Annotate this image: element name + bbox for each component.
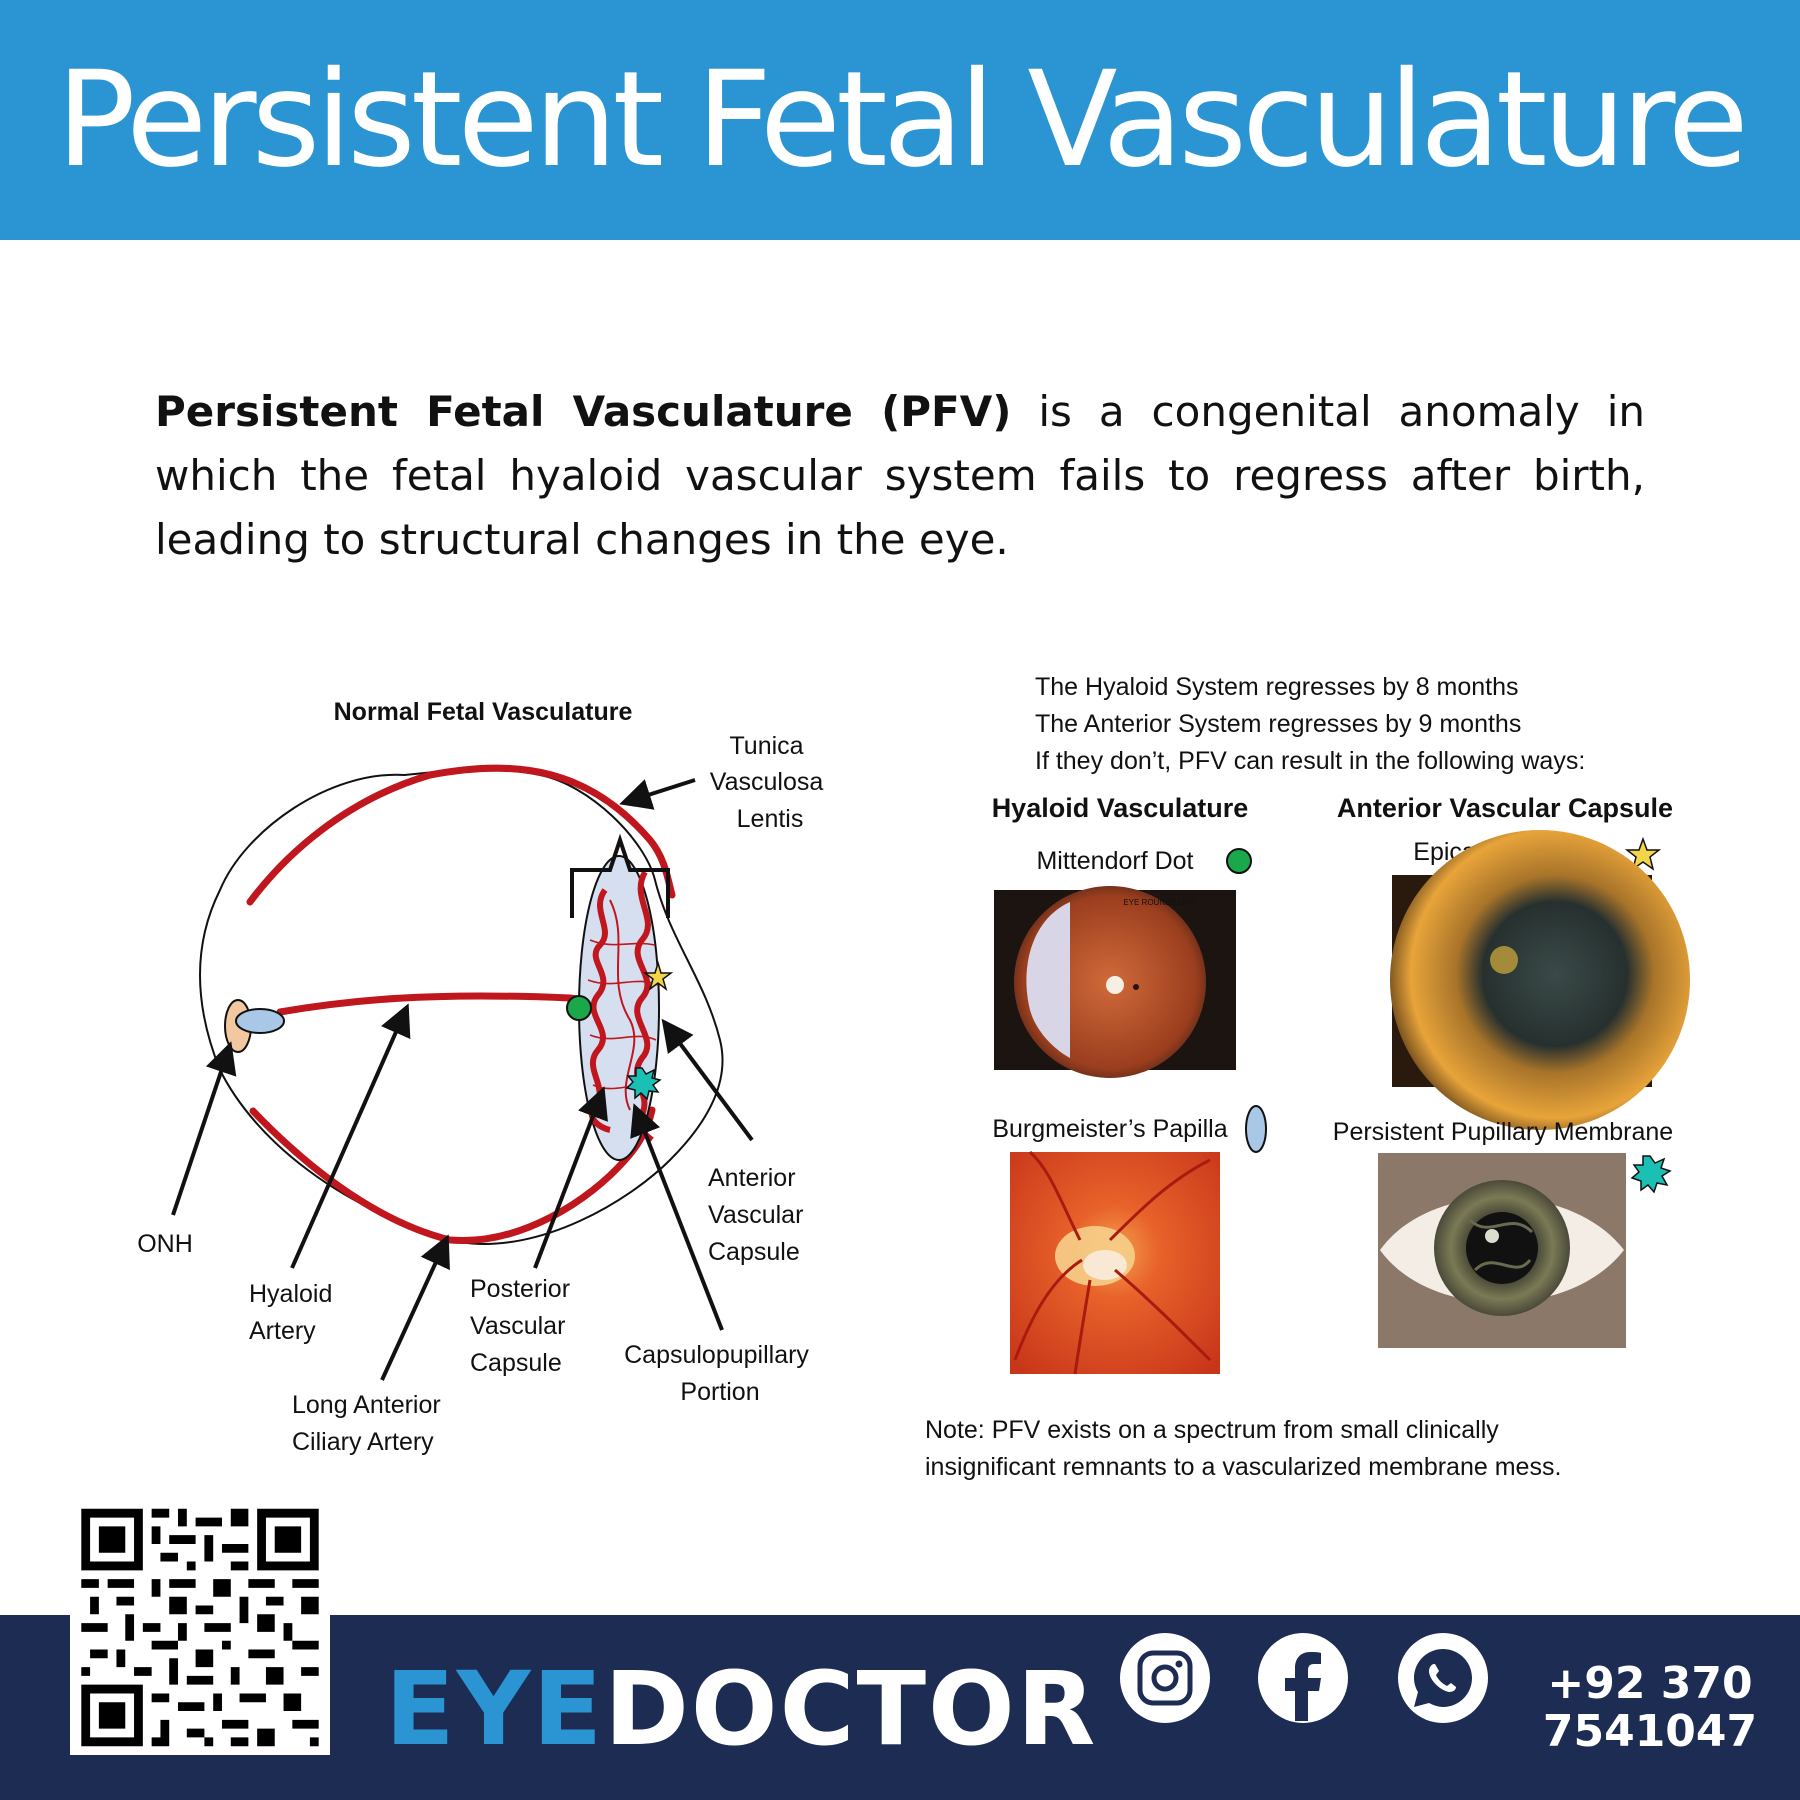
diagram-arrows <box>171 778 754 1381</box>
pupillary-photo <box>1378 1153 1626 1348</box>
arrow-long-anterior <box>380 1234 450 1381</box>
label-posterior-capsule-1: Posterior <box>470 1275 570 1303</box>
brand-logo: EYEDOCTOR <box>385 1655 1097 1765</box>
phone-number[interactable]: +92 370 7541047 <box>1535 1660 1765 1756</box>
whatsapp-button[interactable] <box>1398 1633 1488 1723</box>
brand-doctor: DOCTOR <box>604 1650 1098 1769</box>
phone-line-1: +92 370 <box>1547 1658 1753 1709</box>
tunica-bracket <box>570 833 670 918</box>
mittendorf-dot-marker <box>566 995 592 1021</box>
arrow-posterior-capsule <box>533 1086 608 1269</box>
label-capsulopupillary-2: Portion <box>680 1378 759 1406</box>
label-long-anterior-1: Long Anterior <box>292 1391 441 1419</box>
whatsapp-icon <box>1414 1649 1472 1707</box>
header-banner: Persistent Fetal Vasculature <box>0 0 1800 240</box>
intro-term: Persistent Fetal Vasculature (PFV) <box>155 387 1012 436</box>
label-long-anterior-2: Ciliary Artery <box>292 1428 434 1456</box>
arrow-onh <box>171 1041 237 1216</box>
lens-vessel-fine <box>587 939 659 1090</box>
capsulopupillary-vessels <box>609 899 636 1111</box>
label-tunica-3: Lentis <box>737 805 804 833</box>
epicapsular-photo <box>1390 830 1690 1130</box>
info-line-2: The Anterior System regresses by 9 month… <box>1035 710 1521 738</box>
facebook-button[interactable] <box>1258 1633 1348 1723</box>
arrow-tunica <box>619 778 696 810</box>
onh-papilla <box>235 1008 285 1034</box>
note-line-2: insignificant remnants to a vascularized… <box>925 1453 1561 1481</box>
qr-code-pattern <box>81 1508 319 1747</box>
intro-definition: is a congenital anomaly in which the fet… <box>155 387 1645 564</box>
intro-paragraph: Persistent Fetal Vasculature (PFV) is a … <box>155 380 1645 572</box>
mittendorf-photo: EYE ROUNDS.ORG <box>994 886 1236 1078</box>
label-onh: ONH <box>137 1230 193 1258</box>
eye-globe <box>199 764 724 1245</box>
arrow-hyaloid-artery <box>290 1003 411 1269</box>
hyaloid-artery-vessel <box>276 992 637 1016</box>
pupillary-label: Persistent Pupillary Membrane <box>1333 1118 1673 1146</box>
note-line-1: Note: PFV exists on a spectrum from smal… <box>925 1416 1499 1444</box>
page-title: Persistent Fetal Vasculature <box>56 43 1749 197</box>
label-tunica: Tunica Vasculosa Lentis <box>710 732 830 833</box>
label-anterior-capsule: Anterior Vascular Capsule <box>708 1164 810 1266</box>
pupillary-legend-membrane <box>1630 1155 1672 1194</box>
info-lines: The Hyaloid System regresses by 8 months… <box>1035 673 1585 775</box>
burgmeister-label: Burgmeister’s Papilla <box>992 1115 1227 1143</box>
pupillary-membrane-marker <box>625 1067 662 1101</box>
label-hyaloid-artery-1: Hyaloid <box>249 1280 332 1308</box>
label-posterior-capsule-2: Vascular <box>470 1312 565 1340</box>
label-anterior-capsule-2: Vascular <box>708 1201 803 1229</box>
col1-heading: Hyaloid Vasculature <box>992 793 1249 823</box>
mittendorf-label: Mittendorf Dot <box>1036 847 1193 875</box>
note: Note: PFV exists on a spectrum from smal… <box>925 1416 1561 1481</box>
label-anterior-capsule-3: Capsule <box>708 1238 800 1266</box>
info-line-1: The Hyaloid System regresses by 8 months <box>1035 673 1519 701</box>
mittendorf-watermark: EYE ROUNDS.ORG <box>1123 898 1196 907</box>
label-tunica-2: Vasculosa <box>710 768 824 796</box>
label-posterior-capsule-3: Capsule <box>470 1349 562 1377</box>
col2-heading: Anterior Vascular Capsule <box>1337 793 1673 823</box>
arrow-capsulopupillary <box>630 1103 724 1331</box>
mittendorf-legend-dot <box>1226 848 1252 874</box>
burgmeister-photo <box>1010 1150 1220 1375</box>
instagram-icon <box>1137 1650 1193 1706</box>
qr-code[interactable] <box>70 1500 330 1755</box>
choroidal-vessel-upper <box>246 764 676 906</box>
label-tunica-1: Tunica <box>729 732 803 760</box>
label-long-anterior: Long Anterior Ciliary Artery <box>292 1391 448 1456</box>
phone-line-2: 7541047 <box>1542 1706 1758 1757</box>
pfv-diagram: Normal Fetal Vasculature <box>137 673 1690 1481</box>
label-capsulopupillary: Capsulopupillary Portion <box>624 1341 816 1406</box>
label-capsulopupillary-1: Capsulopupillary <box>624 1341 809 1369</box>
label-hyaloid-artery: Hyaloid Artery <box>249 1280 339 1345</box>
arrow-anterior-capsule <box>661 1018 754 1142</box>
brand-eye: EYE <box>385 1650 605 1769</box>
label-anterior-capsule-1: Anterior <box>708 1164 796 1192</box>
facebook-icon <box>1285 1652 1321 1721</box>
epicapsular-legend-star <box>1624 836 1662 871</box>
epicapsular-star-marker <box>642 960 674 991</box>
diagram-title: Normal Fetal Vasculature <box>334 698 633 726</box>
label-hyaloid-artery-2: Artery <box>249 1317 316 1345</box>
info-line-3: If they don’t, PFV can result in the fol… <box>1035 747 1585 775</box>
burgmeister-legend-papilla <box>1245 1105 1267 1153</box>
label-posterior-capsule: Posterior Vascular Capsule <box>470 1275 577 1377</box>
instagram-button[interactable] <box>1120 1633 1210 1723</box>
